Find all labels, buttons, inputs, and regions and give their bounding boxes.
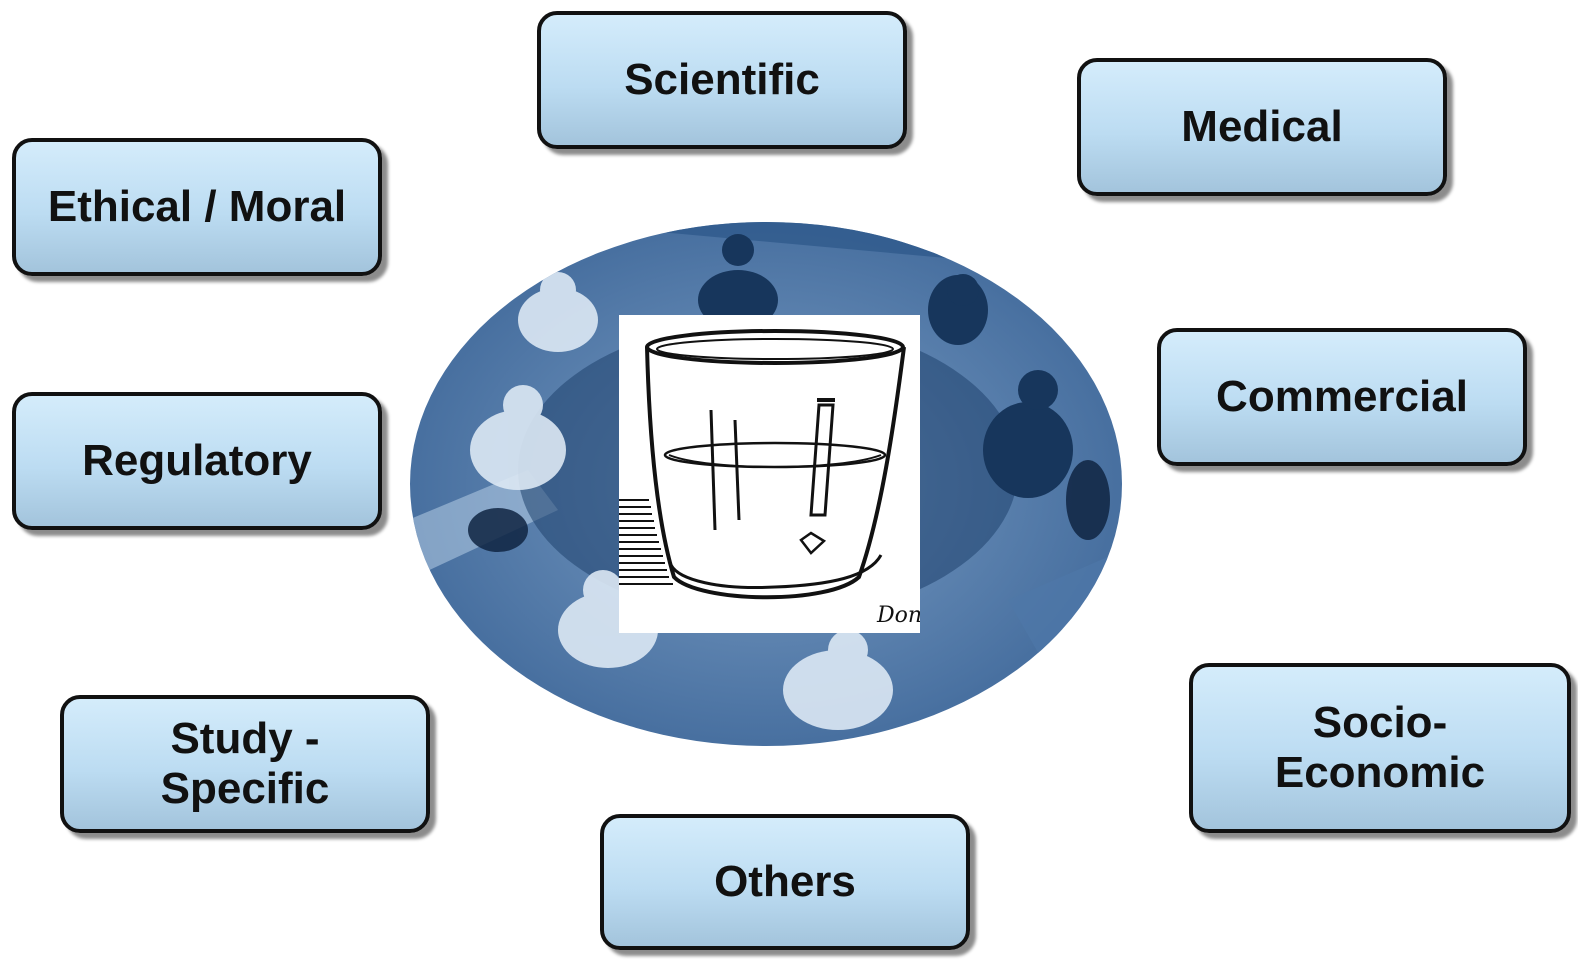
node-ethical-moral: Ethical / Moral <box>12 138 382 276</box>
node-commercial-label: Commercial <box>1216 372 1468 421</box>
node-others: Others <box>600 814 970 950</box>
signature-text: Don <box>876 603 920 628</box>
node-ethical-moral-label: Ethical / Moral <box>47 182 347 231</box>
node-study-specific: Study - Specific <box>60 695 430 833</box>
node-regulatory-label: Regulatory <box>82 436 312 485</box>
node-socio-economic-label: Socio- Economic <box>1274 698 1486 797</box>
node-scientific: Scientific <box>537 11 907 149</box>
node-commercial: Commercial <box>1157 328 1527 466</box>
glass-cartoon: Don <box>619 315 920 633</box>
node-regulatory: Regulatory <box>12 392 382 530</box>
node-others-label: Others <box>714 857 856 906</box>
node-medical: Medical <box>1077 58 1447 196</box>
node-socio-economic: Socio- Economic <box>1189 663 1571 833</box>
node-scientific-label: Scientific <box>624 55 820 104</box>
node-study-specific-label: Study - Specific <box>160 714 330 813</box>
node-medical-label: Medical <box>1181 102 1343 151</box>
